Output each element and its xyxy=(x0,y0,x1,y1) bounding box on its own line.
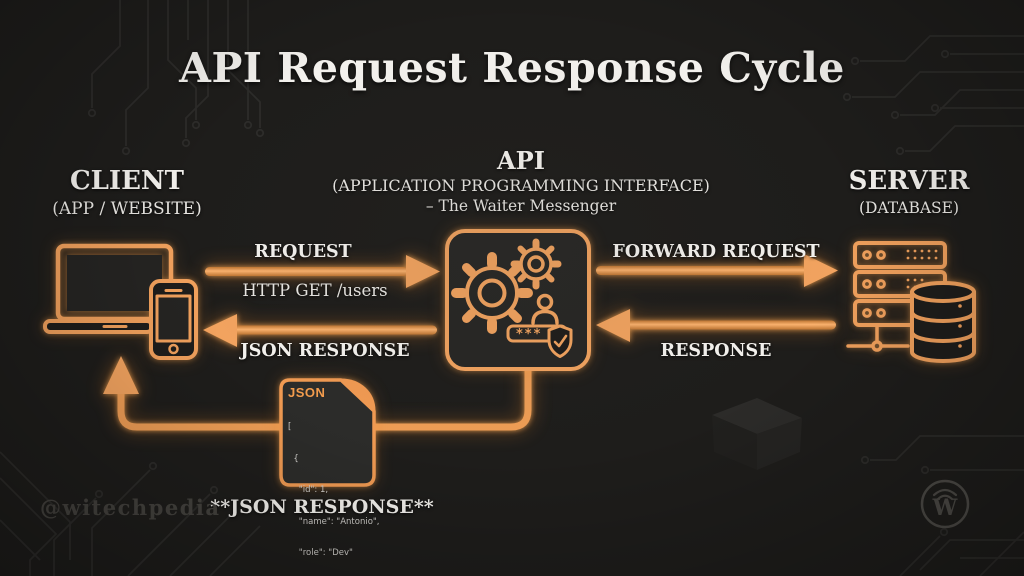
json-code-line: [ xyxy=(288,422,292,432)
json-code-line: "id": 1, xyxy=(288,485,329,495)
api-box-icon: *** xyxy=(445,229,591,371)
gear-large-icon xyxy=(451,252,533,334)
json-code-line: "role": "Dev" xyxy=(288,548,353,558)
circuit-top-left xyxy=(87,0,265,156)
request-arrow xyxy=(205,255,440,288)
api-subtitle: (APPLICATION PROGRAMMING INTERFACE) xyxy=(332,176,710,195)
server-subtitle: (DATABASE) xyxy=(858,199,960,217)
shield-check-icon xyxy=(547,324,573,358)
w-wifi-badge-icon: W xyxy=(920,479,970,529)
client-title: CLIENT xyxy=(69,166,185,196)
cube-decoration xyxy=(712,398,802,470)
circuit-top-right xyxy=(842,35,1024,156)
logo-letter: W xyxy=(932,495,958,521)
json-code-block: [ { "id": 1, "name": "Antonio", "role": … xyxy=(288,401,380,576)
gear-small-icon xyxy=(510,238,562,290)
laptop-icon xyxy=(43,243,174,334)
json-return-caption: **JSON RESPONSE** xyxy=(210,496,434,518)
smartphone-icon xyxy=(149,279,198,360)
password-asterisks: *** xyxy=(516,327,542,342)
json-doc-title: JSON xyxy=(288,385,326,400)
json-code-line: { xyxy=(288,453,299,464)
forward-request-label: FORWARD REQUEST xyxy=(612,242,820,262)
api-tagline: – The Waiter Messenger xyxy=(425,197,617,215)
api-title: API xyxy=(497,146,545,175)
request-sublabel: HTTP GET /users xyxy=(242,281,388,300)
circuit-bottom-left xyxy=(0,451,261,576)
database-icon xyxy=(910,281,976,363)
forward-request-arrow xyxy=(596,254,838,287)
response-label: RESPONSE xyxy=(660,341,772,361)
json-response-label: JSON RESPONSE xyxy=(240,341,410,361)
server-title: SERVER xyxy=(848,166,970,196)
circuit-bottom-right xyxy=(860,435,1024,576)
request-label: REQUEST xyxy=(254,242,352,262)
json-file-shape xyxy=(279,378,376,487)
json-response-arrow xyxy=(203,314,437,347)
json-code-line: "name": "Antonio", xyxy=(288,516,380,527)
watermark: @witechpedia xyxy=(40,495,221,520)
json-file-icon: JSON [ { "id": 1, "name": "Antonio", "ro… xyxy=(278,377,380,558)
page-title: API Request Response Cycle xyxy=(179,44,845,92)
response-arrow xyxy=(596,309,836,342)
user-icon xyxy=(531,293,559,325)
server-rack-icon xyxy=(846,241,947,352)
client-subtitle: (APP / WEBSITE) xyxy=(52,199,202,219)
